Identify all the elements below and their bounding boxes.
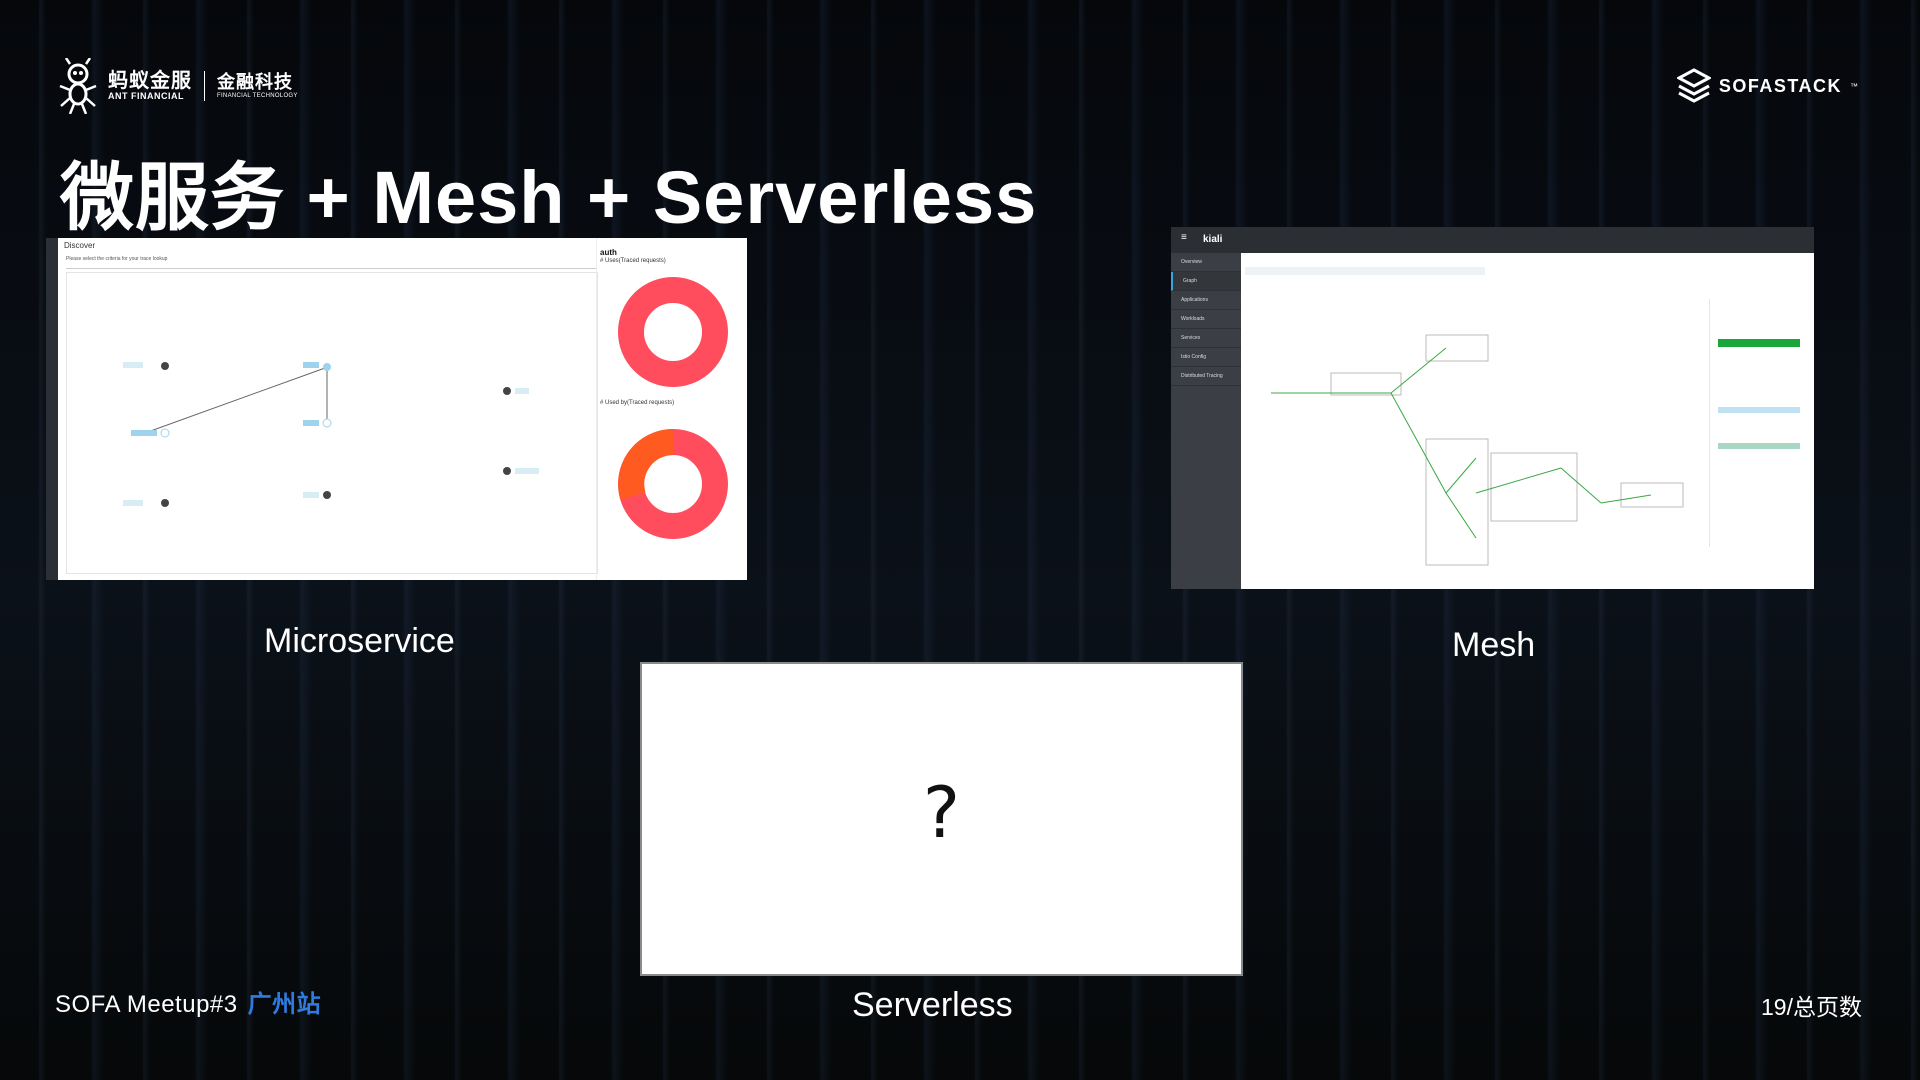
nav-overview: Overview (1171, 253, 1241, 272)
brand-english-name: ANT FINANCIAL (108, 91, 184, 102)
microservice-caption: Microservice (264, 622, 455, 660)
kiali-service-graph (1245, 267, 1684, 566)
tcp-sparkline (1718, 443, 1800, 449)
serverless-placeholder: ? (640, 662, 1243, 976)
brand-chinese-name: 蚂蚁金服 (108, 70, 192, 93)
page-number: 19/总页数 (1761, 994, 1862, 1020)
nav-services: Services (1171, 329, 1241, 348)
fintech-english: FINANCIAL TECHNOLOGY (217, 92, 298, 99)
micro-used-by-donut (618, 429, 728, 539)
micro-search-bar: Please select the criteria for your trac… (66, 256, 596, 269)
kiali-summary-panel (1709, 299, 1808, 547)
request-sparkline (1718, 407, 1800, 413)
micro-graph-svg (123, 362, 539, 507)
mesh-caption: Mesh (1452, 626, 1536, 664)
nav-distributed-tracing: Distributed Tracing (1171, 367, 1241, 386)
micro-detail-title: auth (600, 248, 617, 257)
question-mark: ? (922, 772, 961, 854)
fintech-chinese: 金融科技 (217, 71, 293, 92)
micro-screen-title: Discover (64, 241, 96, 250)
micro-sidebar (46, 238, 58, 580)
trademark: ™ (1850, 81, 1858, 91)
nav-workloads: Workloads (1171, 310, 1241, 329)
serverless-caption: Serverless (852, 986, 1013, 1024)
nav-istio-config: Istio Config (1171, 348, 1241, 367)
ant-icon (59, 58, 97, 114)
micro-uses-label: # Uses(Traced requests) (600, 258, 666, 264)
micro-uses-donut (618, 277, 728, 387)
traffic-bar (1718, 339, 1800, 347)
slide-title: 微服务 + Mesh + Serverless (60, 156, 1038, 239)
micro-detail-panel: auth # Uses(Traced requests) # Used by(T… (596, 238, 747, 580)
hamburger-icon: ≡ (1181, 232, 1187, 243)
kiali-sidebar: Overview Graph Applications Workloads Se… (1171, 253, 1241, 589)
kiali-topbar: ≡ kiali (1171, 227, 1814, 253)
event-footer: SOFA Meetup#3 广州站 (55, 984, 321, 1019)
micro-dependency-graph (66, 272, 598, 574)
sofastack-wordmark: SOFASTACK (1718, 75, 1842, 96)
micro-used-by-label: # Used by(Traced requests) (600, 400, 675, 406)
event-name: SOFA Meetup#3 (55, 991, 238, 1018)
sofastack-icon (1676, 68, 1711, 103)
nav-graph: Graph (1171, 272, 1241, 291)
microservice-screenshot: Discover Please select the criteria for … (46, 238, 747, 580)
brand-separator (204, 70, 205, 101)
kiali-logo: kiali (1203, 234, 1223, 245)
ant-financial-logo: 蚂蚁金服 ANT FINANCIAL 金融科技 FINANCIAL TECHNO… (58, 58, 298, 114)
nav-applications: Applications (1171, 291, 1241, 310)
mesh-screenshot: ≡ kiali Overview Graph Applications Work… (1171, 227, 1814, 589)
event-city: 广州站 (247, 991, 322, 1018)
sofastack-logo: SOFASTACK ™ (1676, 68, 1858, 104)
